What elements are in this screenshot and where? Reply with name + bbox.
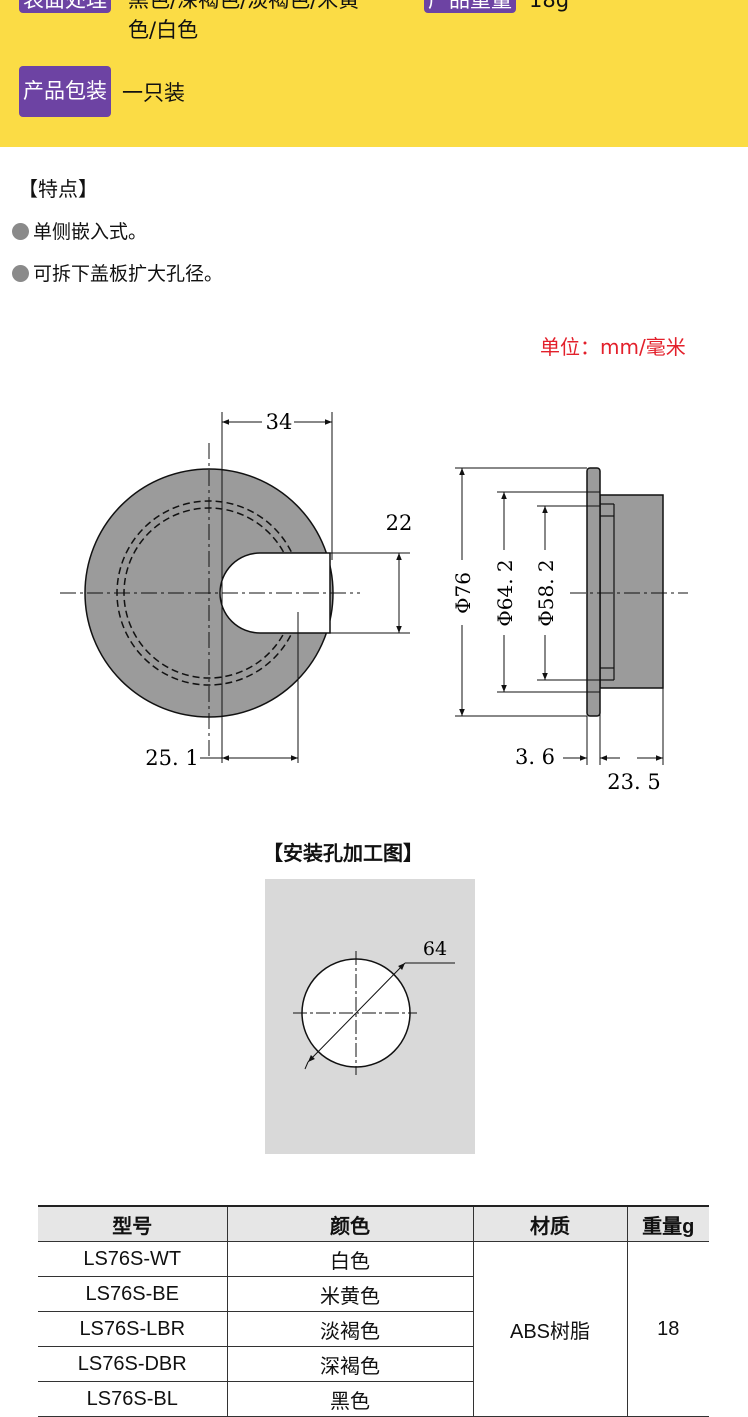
dim-23-5-label: 23. 5 (607, 770, 660, 794)
feature-text: 可拆下盖板扩大孔径。 (33, 263, 224, 285)
dim-25-1-label: 25. 1 (145, 746, 198, 770)
product-weight-value: 18g (529, 0, 570, 12)
color-cell: 米黄色 (226, 1276, 473, 1312)
color-cell: 深褐色 (226, 1346, 473, 1382)
table-row: LS76S-DBR 深褐色 (38, 1346, 709, 1382)
grommet-flange (586, 467, 601, 717)
spec-table: 型号 颜色 材质 重量g LS76S-WT 白色 ABS树脂 18 LS76S-… (38, 1205, 709, 1417)
model-cell: LS76S-DBR (38, 1346, 228, 1382)
surface-treatment-value-line2: 色/白色 (128, 18, 199, 42)
model-cell: LS76S-LBR (38, 1311, 228, 1347)
bullet-dot-icon (12, 265, 29, 282)
dim-34-label: 34 (266, 410, 293, 434)
model-cell: LS76S-WT (38, 1241, 228, 1277)
header-color: 颜色 (226, 1205, 474, 1242)
side-view (570, 467, 688, 717)
table-row: LS76S-BE 米黄色 (38, 1276, 709, 1312)
header-model: 型号 (38, 1205, 228, 1242)
spec-banner: 表面处理 黑色/深褐色/淡褐色/米黄 色/白色 产品重量 18g 产品包装 一只… (0, 0, 748, 147)
dim-phi58-2-label: Φ58. 2 (534, 559, 558, 626)
product-packaging-tag: 产品包装 (19, 66, 111, 117)
dim-3-6-label: 3. 6 (515, 745, 555, 769)
color-cell: 白色 (226, 1241, 474, 1277)
feature-item: 单侧嵌入式。 (12, 220, 147, 244)
dim-phi64-2-label: Φ64. 2 (493, 559, 517, 626)
weight-cell: 18 (626, 1241, 709, 1417)
unit-label: 单位：mm/毫米 (540, 335, 686, 359)
front-view (60, 443, 360, 760)
surface-treatment-tag: 表面处理 (19, 0, 111, 13)
feature-item: 可拆下盖板扩大孔径。 (12, 262, 223, 286)
install-hole-title: 【安装孔加工图】 (263, 841, 423, 865)
header-weight: 重量g (626, 1205, 709, 1242)
diameter-dimension-line (307, 962, 406, 1063)
features-title: 【特点】 (18, 177, 98, 201)
product-packaging-value: 一只装 (122, 81, 185, 105)
grommet-body (599, 494, 664, 689)
color-cell: 黑色 (226, 1381, 473, 1417)
dim-phi76-label: Φ76 (451, 572, 475, 614)
model-cell: LS76S-BL (38, 1381, 228, 1417)
feature-text: 单侧嵌入式。 (33, 221, 148, 243)
material-cell: ABS树脂 (472, 1241, 628, 1417)
install-hole-drawing: 64 (265, 879, 475, 1154)
dim-64-label: 64 (423, 938, 447, 960)
surface-treatment-value-line1: 黑色/深褐色/淡褐色/米黄 (128, 0, 360, 12)
color-cell: 淡褐色 (226, 1311, 473, 1347)
model-cell: LS76S-BE (38, 1276, 228, 1312)
dimension-drawing: 34 22 25. 1 Φ76 Φ64. 2 Φ58. 2 3. 6 23. 5 (60, 410, 688, 794)
product-weight-tag: 产品重量 (424, 0, 516, 13)
header-material: 材质 (472, 1205, 628, 1242)
table-row: LS76S-WT 白色 ABS树脂 18 (38, 1241, 709, 1417)
cable-opening (219, 552, 331, 634)
dim-22-label: 22 (386, 511, 413, 535)
bullet-dot-icon (12, 223, 29, 240)
table-header-row: 型号 颜色 材质 重量g (38, 1205, 709, 1242)
